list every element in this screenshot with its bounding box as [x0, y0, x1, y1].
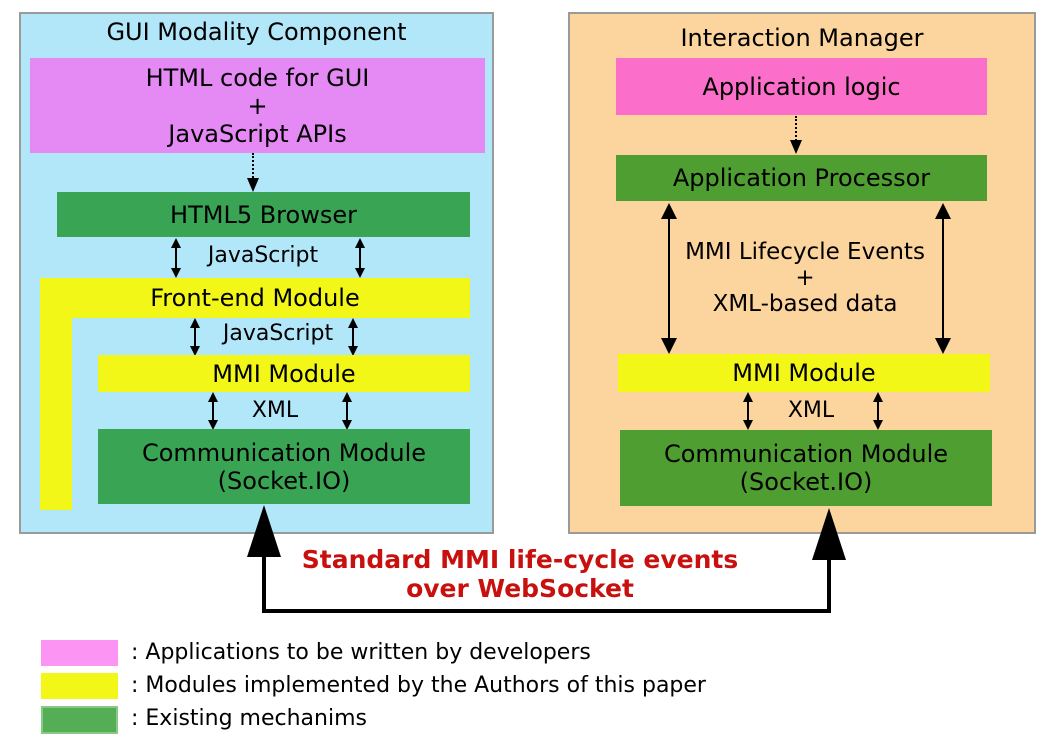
legend-label-green: : Existing mechanims: [131, 706, 367, 731]
mmi-module-label-right: MMI Module: [732, 359, 876, 387]
connector-horizontal-line: [262, 609, 831, 613]
dotted-down-arrow-left: [246, 153, 260, 192]
html5-browser-label: HTML5 Browser: [170, 200, 357, 229]
javascript-label-2: JavaScript: [222, 321, 334, 346]
double-arrow: [742, 392, 754, 430]
comm-module-left-line2: (Socket.IO): [217, 466, 351, 495]
double-arrow-long: [660, 203, 678, 354]
html-code-line2: +: [247, 91, 268, 120]
application-processor-label: Application Processor: [672, 164, 931, 192]
html5-browser-box: HTML5 Browser: [57, 192, 470, 237]
application-logic-label: Application logic: [702, 72, 901, 101]
html-code-box: HTML code for GUI + JavaScript APIs: [30, 58, 485, 153]
mmi-module-box-right: MMI Module: [618, 354, 990, 392]
double-arrow: [872, 392, 884, 430]
websocket-caption: Standard MMI life-cycle events over WebS…: [290, 545, 750, 603]
mmi-module-box-left: MMI Module: [98, 355, 470, 392]
comm-module-right-line1: Communication Module: [663, 440, 949, 468]
connector-vertical-line-right: [827, 553, 831, 613]
websocket-caption-line1: Standard MMI life-cycle events: [301, 545, 739, 574]
application-logic-box: Application logic: [616, 58, 987, 115]
html-code-line1: HTML code for GUI: [145, 63, 370, 92]
lifecycle-line1: MMI Lifecycle Events: [685, 239, 925, 265]
xml-label-right: XML: [787, 398, 835, 423]
application-processor-box: Application Processor: [616, 155, 987, 201]
lifecycle-line3: XML-based data: [712, 291, 898, 317]
communication-module-box-right: Communication Module (Socket.IO): [620, 430, 992, 506]
double-arrow: [189, 318, 201, 356]
connector-up-arrowhead-right: [812, 508, 846, 560]
connector-vertical-line-left: [262, 550, 266, 613]
interaction-manager-title: Interaction Manager: [680, 24, 924, 52]
double-arrow-long: [934, 203, 952, 354]
dotted-down-arrow-right: [789, 116, 803, 154]
legend-swatch-green: [41, 706, 118, 734]
comm-module-left-line1: Communication Module: [141, 438, 427, 467]
double-arrow: [347, 318, 359, 356]
javascript-label-1: JavaScript: [207, 243, 319, 268]
connector-up-arrowhead-left: [247, 505, 281, 557]
legend-swatch-yellow: [41, 673, 118, 699]
legend-swatch-pink: [41, 640, 118, 666]
legend-label-pink: : Applications to be written by develope…: [131, 640, 591, 665]
lifecycle-events-label: MMI Lifecycle Events + XML-based data: [655, 239, 955, 317]
legend-label-yellow: : Modules implemented by the Authors of …: [131, 673, 706, 698]
double-arrow: [170, 238, 182, 278]
frontend-module-label: Front-end Module: [150, 284, 360, 312]
double-arrow: [207, 392, 219, 430]
xml-label-left: XML: [251, 398, 299, 423]
frontend-module-box: Front-end Module: [40, 278, 470, 318]
double-arrow: [354, 238, 366, 278]
lifecycle-line2: +: [795, 265, 815, 291]
communication-module-box-left: Communication Module (Socket.IO): [98, 429, 470, 504]
comm-module-right-line2: (Socket.IO): [739, 468, 873, 496]
gui-modality-title: GUI Modality Component: [106, 18, 407, 46]
websocket-caption-line2: over WebSocket: [406, 574, 634, 603]
frontend-module-side-bar: [40, 318, 72, 510]
html-code-line3: JavaScript APIs: [168, 119, 347, 148]
double-arrow: [341, 392, 353, 430]
mmi-module-label-left: MMI Module: [212, 359, 356, 388]
